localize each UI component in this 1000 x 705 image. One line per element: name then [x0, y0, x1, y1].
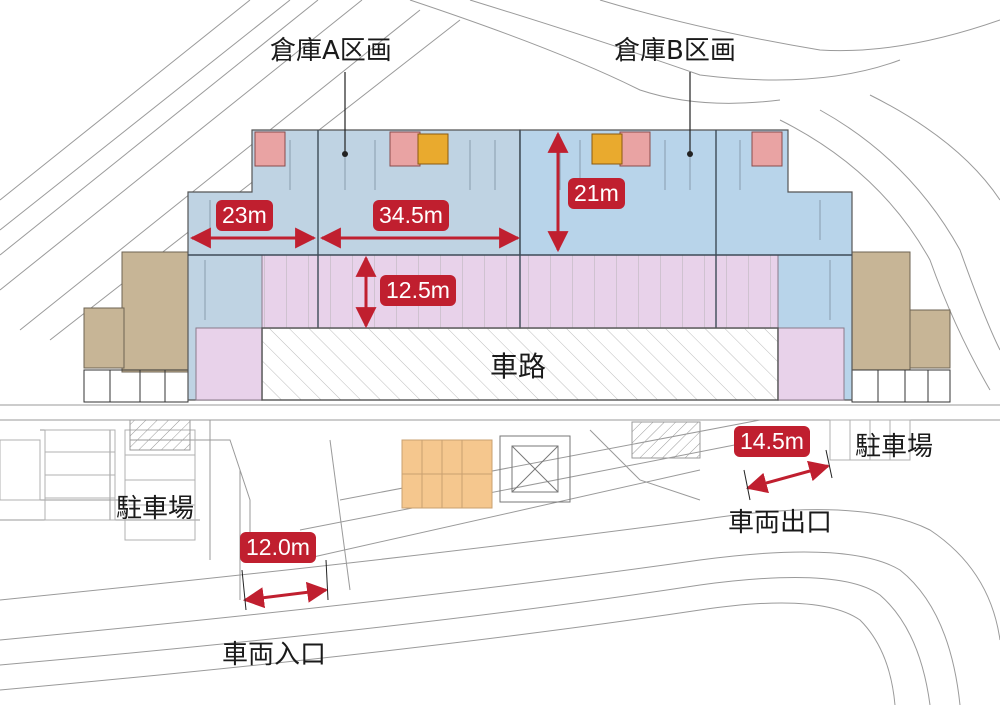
hatched-block-right — [631, 421, 701, 459]
dimension-12-5m: 12.5m — [380, 275, 456, 306]
parking-stalls-left — [0, 429, 196, 541]
dimension-23m: 23m — [216, 200, 273, 231]
parking-stalls-right — [829, 419, 911, 461]
dimension-21m: 21m — [568, 178, 625, 209]
dimension-arrows — [189, 131, 831, 609]
parking-orange-stalls — [402, 440, 492, 508]
label-road: 車路 — [490, 350, 547, 383]
hatched-block-left — [129, 419, 191, 451]
label-exit: 車両出口 — [728, 508, 833, 538]
loading-area-left — [195, 327, 263, 401]
loading-area-right — [777, 327, 845, 401]
label-parking-left: 駐車場 — [116, 494, 195, 524]
dimension-entrance-width: 12.0m — [240, 532, 316, 563]
office-block-left-small — [83, 307, 125, 369]
label-section-b: 倉庫B区画 — [614, 36, 736, 66]
office-block-right-small — [909, 309, 951, 369]
leader-dot-a — [342, 151, 348, 157]
label-parking-right: 駐車場 — [855, 432, 934, 462]
freight-lift-boxes — [417, 133, 623, 165]
leader-dot-b — [687, 151, 693, 157]
label-section-a: 倉庫A区画 — [270, 36, 392, 66]
office-block-left — [121, 251, 189, 373]
dimension-34-5m: 34.5m — [373, 200, 449, 231]
ramp-box — [499, 435, 571, 503]
arrow-exit — [745, 460, 831, 494]
office-block-right — [851, 251, 911, 371]
dimension-exit-width: 14.5m — [734, 426, 810, 457]
label-entrance: 車両入口 — [222, 640, 327, 670]
leader-lines — [344, 72, 691, 152]
elevator-boxes — [254, 131, 783, 167]
arrow-entrance — [242, 581, 329, 609]
dimension-ticks — [241, 449, 833, 611]
